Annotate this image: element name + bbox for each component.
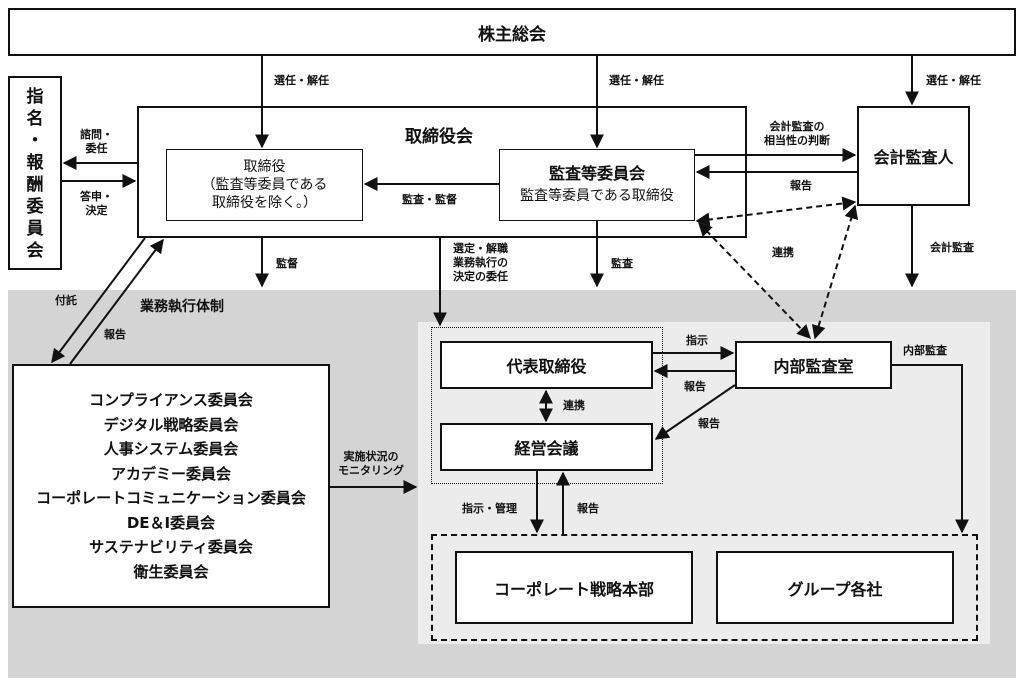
nomination-compensation-committee-label: 指 名 ・ 報 酬 委 員 会	[26, 87, 44, 261]
management-meeting-label: 経営会議	[514, 439, 579, 458]
corporate-strategy-hq-box: コーポレート戦略本部	[455, 551, 693, 624]
committee-item: 人事システム委員会	[103, 440, 239, 458]
directors-line2: （監査等委員である	[201, 177, 328, 193]
directors-box: 取締役 （監査等委員である 取締役を除く。）	[166, 149, 363, 221]
label-instruct: 指示	[686, 334, 708, 347]
group-companies-label: グループ各社	[787, 579, 883, 599]
shareholders-meeting-label: 株主総会	[478, 24, 546, 45]
committee-item: コンプライアンス委員会	[89, 391, 253, 409]
committee-item: DE＆I委員会	[126, 513, 216, 532]
label-cooperation-2: 連携	[563, 399, 585, 412]
audit-committee-subtitle: 監査等委員である取締役	[520, 188, 674, 204]
accounting-auditor-box: 会計監査人	[857, 106, 970, 206]
committee-item: デジタル戦略委員会	[103, 415, 239, 434]
label-entrust: 付託	[55, 294, 77, 307]
execution-system-label: 業務執行体制	[140, 299, 224, 315]
committees-list: コンプライアンス委員会 デジタル戦略委員会 人事システム委員会 アカデミー委員会…	[14, 388, 328, 584]
operations-group	[431, 534, 978, 641]
label-monitoring: 実施状況の モニタリング	[338, 450, 404, 477]
label-report-rep: 報告	[684, 380, 706, 393]
directors-line3: 取締役を除く。）	[212, 195, 317, 211]
label-report-bottom: 報告	[577, 502, 599, 515]
label-audit: 監査	[611, 257, 633, 270]
label-report-decision: 答申・ 決定	[80, 190, 113, 217]
label-select-dismiss: 選定・解職 業務執行の 決定の委任	[453, 242, 508, 283]
board-of-directors-title: 取締役会	[405, 127, 473, 147]
committee-item: アカデミー委員会	[110, 464, 231, 483]
label-internal-audit: 内部監査	[903, 344, 947, 357]
label-accounting-audit: 会計監査	[930, 241, 974, 254]
label-appoint-dismiss-1: 選任・解任	[274, 74, 329, 87]
label-appoint-dismiss-3: 選任・解任	[926, 74, 981, 87]
audit-committee-box: 監査等委員会 監査等委員である取締役	[499, 149, 695, 221]
representative-director-box: 代表取締役	[440, 341, 653, 389]
internal-audit-office-label: 内部監査室	[773, 357, 854, 376]
nomination-compensation-committee-box: 指 名 ・ 報 酬 委 員 会	[8, 76, 62, 270]
committees-box: コンプライアンス委員会 デジタル戦略委員会 人事システム委員会 アカデミー委員会…	[12, 364, 330, 608]
label-auditor-report: 報告	[790, 179, 812, 192]
committee-item: 衛生委員会	[133, 562, 209, 581]
directors-line1: 取締役	[243, 159, 286, 175]
committee-item: コーポレートコミュニケーション委員会	[36, 489, 306, 507]
label-supervise: 監督	[276, 257, 298, 270]
label-consult: 諮問・ 委任	[80, 128, 113, 155]
label-appoint-dismiss-2: 選任・解任	[609, 74, 664, 87]
representative-director-label: 代表取締役	[506, 357, 587, 376]
label-report-mgmt: 報告	[698, 417, 720, 430]
audit-committee-title: 監査等委員会	[548, 164, 645, 183]
shareholders-meeting-box: 株主総会	[8, 8, 1016, 56]
label-cooperation-1: 連携	[772, 246, 794, 259]
committee-item: サステナビリティ委員会	[89, 538, 253, 556]
management-meeting-box: 経営会議	[440, 423, 653, 471]
label-audit-supervise: 監査・監督	[402, 193, 457, 206]
corporate-strategy-hq-label: コーポレート戦略本部	[493, 579, 654, 599]
group-companies-box: グループ各社	[716, 551, 954, 624]
accounting-auditor-label: 会計監査人	[873, 148, 954, 167]
internal-audit-office-box: 内部監査室	[735, 341, 892, 389]
label-accounting-judgment: 会計監査の 相当性の判断	[764, 120, 830, 147]
label-committee-report: 報告	[104, 328, 126, 341]
label-instruct-manage: 指示・管理	[462, 502, 517, 515]
